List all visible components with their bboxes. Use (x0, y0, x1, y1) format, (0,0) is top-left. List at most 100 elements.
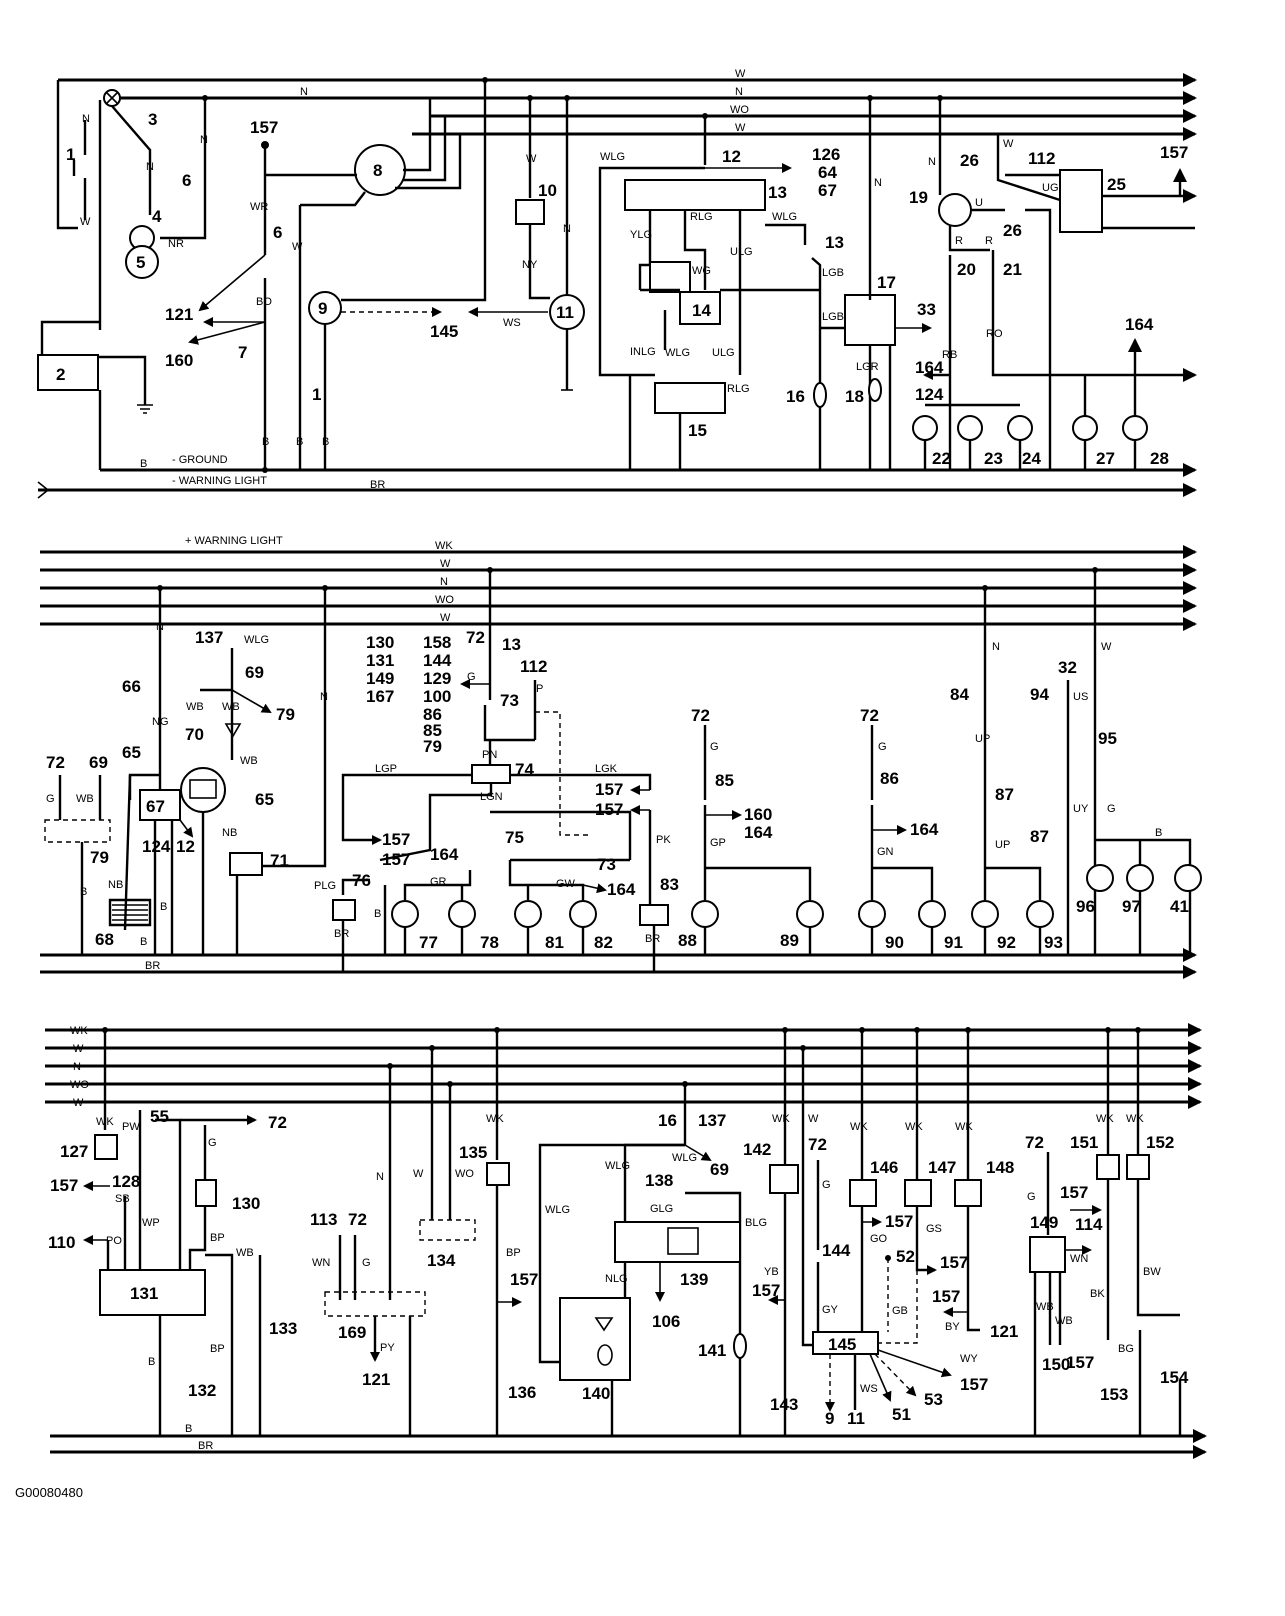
component-157: 157 (250, 118, 278, 137)
component-17-box (844, 294, 896, 346)
component-23-symbol (957, 415, 983, 441)
junction-dot (261, 141, 269, 149)
component-26: 26 (960, 151, 979, 170)
wire (985, 866, 1042, 900)
wire-code: BY (945, 1321, 960, 1333)
component-72-d: 72 (860, 706, 879, 725)
wire-code: BP (210, 1232, 225, 1244)
bottom-code: BR (198, 1440, 213, 1452)
wire-code: WK (1096, 1113, 1114, 1125)
component-142-box (769, 1164, 799, 1194)
component-19: 19 (909, 188, 928, 207)
wire (915, 1206, 937, 1275)
wire (153, 820, 174, 955)
wire-code: ULG (712, 347, 735, 359)
component-67: 67 (146, 797, 165, 816)
component-13: 13 (502, 635, 521, 654)
ref-86: 86 (423, 705, 442, 724)
bus-code: WK (70, 1025, 88, 1037)
wire-code: WK (96, 1116, 114, 1128)
wire-code: BP (506, 1247, 521, 1259)
warning-light-label: - WARNING LIGHT (172, 475, 267, 487)
component-93: 93 (1044, 933, 1063, 952)
bus-code: WK (435, 540, 453, 552)
component-72-b: 72 (466, 628, 485, 647)
component-87: 87 (995, 785, 1014, 804)
component-131: 131 (130, 1284, 158, 1303)
component-16: 16 (786, 387, 805, 406)
wire (483, 705, 535, 742)
diode-icon (594, 1317, 614, 1332)
bus-code: N (300, 86, 308, 98)
component-92-symbol (971, 900, 999, 928)
component-72-d: 72 (1025, 1133, 1044, 1152)
wire-code: UG (1042, 182, 1059, 194)
component-160: 160 (744, 805, 772, 824)
component-93-symbol (1026, 900, 1054, 928)
component-89-symbol (796, 900, 824, 928)
wire-code: BLG (745, 1217, 767, 1229)
wire-code: B (262, 436, 269, 448)
component-114: 114 (1075, 1215, 1103, 1234)
wire-code: B (322, 436, 329, 448)
ground-label: - GROUND (172, 454, 228, 466)
component-74-box (471, 764, 511, 784)
component-148-box (954, 1179, 982, 1207)
wire (1048, 1272, 1062, 1345)
component-25-box (1059, 169, 1103, 233)
component-96-symbol (1086, 864, 1114, 892)
wire-code: GN (877, 846, 894, 858)
wire (403, 870, 472, 900)
component-51: 51 (892, 1405, 911, 1424)
wire-code: GO (870, 1233, 888, 1245)
component-5: 5 (136, 253, 145, 272)
junction-dot (800, 1045, 806, 1051)
component-72-b: 72 (348, 1210, 367, 1229)
component-164-c: 164 (744, 823, 773, 842)
wire (379, 783, 493, 862)
component-53: 53 (924, 1390, 943, 1409)
component-164-b: 164 (607, 880, 636, 899)
wire-code: B (160, 901, 167, 913)
wire (508, 860, 585, 900)
wire (341, 878, 370, 895)
wire-code: WLG (244, 634, 269, 646)
wire (341, 773, 472, 845)
wire-code: N (376, 1171, 384, 1183)
wire-left-loop (56, 80, 78, 230)
wire-code: WK (486, 1113, 504, 1125)
junction-dot (447, 1081, 453, 1087)
wire-code: LGR (856, 361, 879, 373)
component-90: 90 (885, 933, 904, 952)
component-72: 72 (46, 753, 65, 772)
component-130: 130 (232, 1194, 260, 1213)
junction-dot (1092, 567, 1098, 573)
component-157: 157 (50, 1176, 78, 1195)
wire-code: GB (892, 1305, 908, 1317)
motor-icon (597, 1344, 613, 1366)
wire-code: N (320, 691, 328, 703)
ref-129: 129 (423, 669, 451, 688)
arrow-tail (37, 481, 50, 499)
component-69: 69 (89, 753, 108, 772)
wire-code: WP (142, 1217, 160, 1229)
junction-dot (702, 113, 708, 119)
component-4: 4 (152, 207, 162, 226)
wire (683, 210, 707, 290)
top-bus-lines: W N WO W N (58, 68, 1197, 141)
wire (535, 711, 590, 836)
junction-dot (322, 585, 328, 591)
component-3: 3 (148, 110, 157, 129)
junction-dot (564, 95, 570, 101)
wire (105, 91, 119, 105)
wire-code: G (46, 793, 55, 805)
component-91-symbol (918, 900, 946, 928)
component-1-b: 1 (312, 385, 321, 404)
component-92: 92 (997, 933, 1016, 952)
wire-code: WB (222, 701, 240, 713)
wire-code: WK (955, 1121, 973, 1133)
component-6: 6 (182, 171, 191, 190)
component-67-box (139, 789, 181, 821)
component-95: 95 (1098, 729, 1117, 748)
